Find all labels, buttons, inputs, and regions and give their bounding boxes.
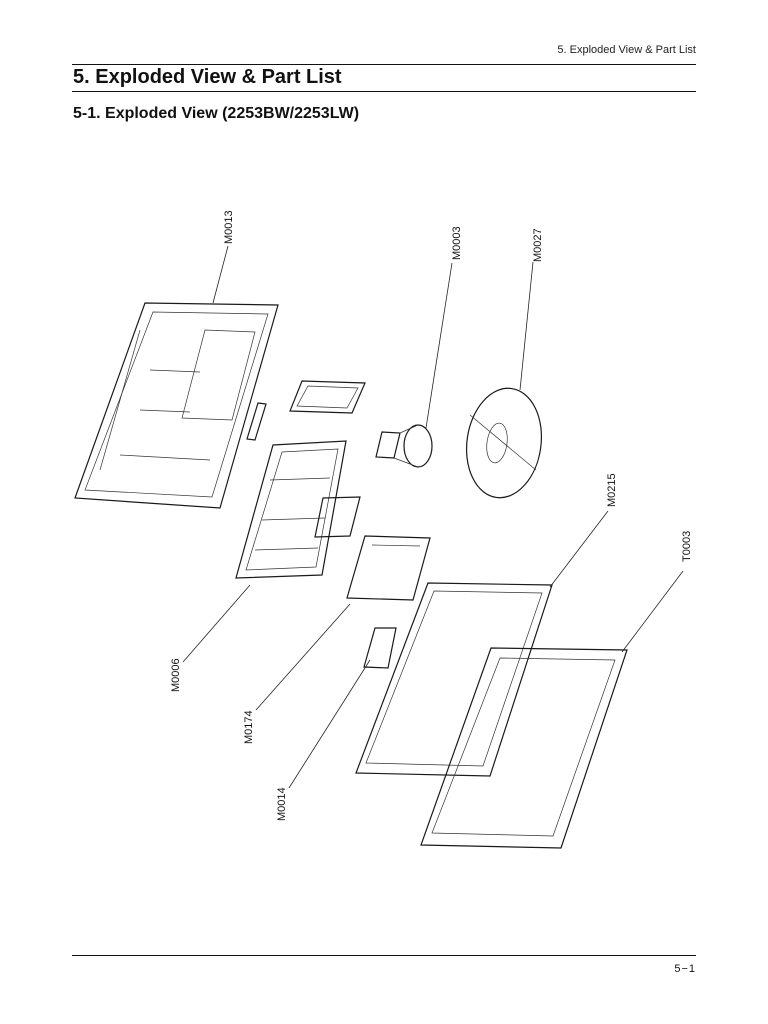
- running-header: 5. Exploded View & Part List: [557, 44, 696, 56]
- rear-cover-part: [74, 302, 279, 509]
- main-chassis-part: [235, 440, 347, 579]
- leader-line-m0027: [519, 261, 534, 391]
- section-subtitle: 5-1. Exploded View (2253BW/2253LW): [73, 105, 360, 122]
- page-title: 5. Exploded View & Part List: [73, 66, 342, 88]
- leader-line-m0006: [182, 584, 251, 663]
- bracket-shield-part: [346, 535, 431, 601]
- leader-line-m0014: [288, 659, 371, 789]
- part-label-m0174: M0174: [243, 710, 255, 744]
- side-plate-part: [314, 496, 361, 538]
- leader-line-m0003: [425, 262, 453, 429]
- part-label-m0014: M0014: [276, 787, 288, 821]
- part-label-m0215: M0215: [606, 473, 618, 507]
- part-label-m0003: M0003: [451, 226, 463, 260]
- leader-line-m0215: [549, 510, 609, 588]
- leader-line-t0003: [621, 570, 684, 653]
- stand-base-part: [465, 387, 543, 499]
- header-rule: [72, 64, 696, 65]
- small-bracket-part: [246, 402, 267, 441]
- page-number: 5−1: [674, 963, 696, 975]
- front-bezel-part: [420, 647, 628, 849]
- part-label-m0013: M0013: [223, 210, 235, 244]
- part-label-m0027: M0027: [532, 228, 544, 262]
- pcb-board-part: [363, 627, 397, 669]
- panel-frame-part: [355, 582, 553, 777]
- part-label-t0003: T0003: [681, 531, 693, 562]
- title-rule: [72, 91, 696, 92]
- leader-line-m0174: [255, 603, 351, 711]
- stand-hinge-part: [375, 424, 433, 468]
- leader-line-m0013: [212, 245, 229, 304]
- part-label-m0006: M0006: [170, 658, 182, 692]
- upper-board-part: [289, 380, 366, 414]
- footer-rule: [72, 955, 696, 956]
